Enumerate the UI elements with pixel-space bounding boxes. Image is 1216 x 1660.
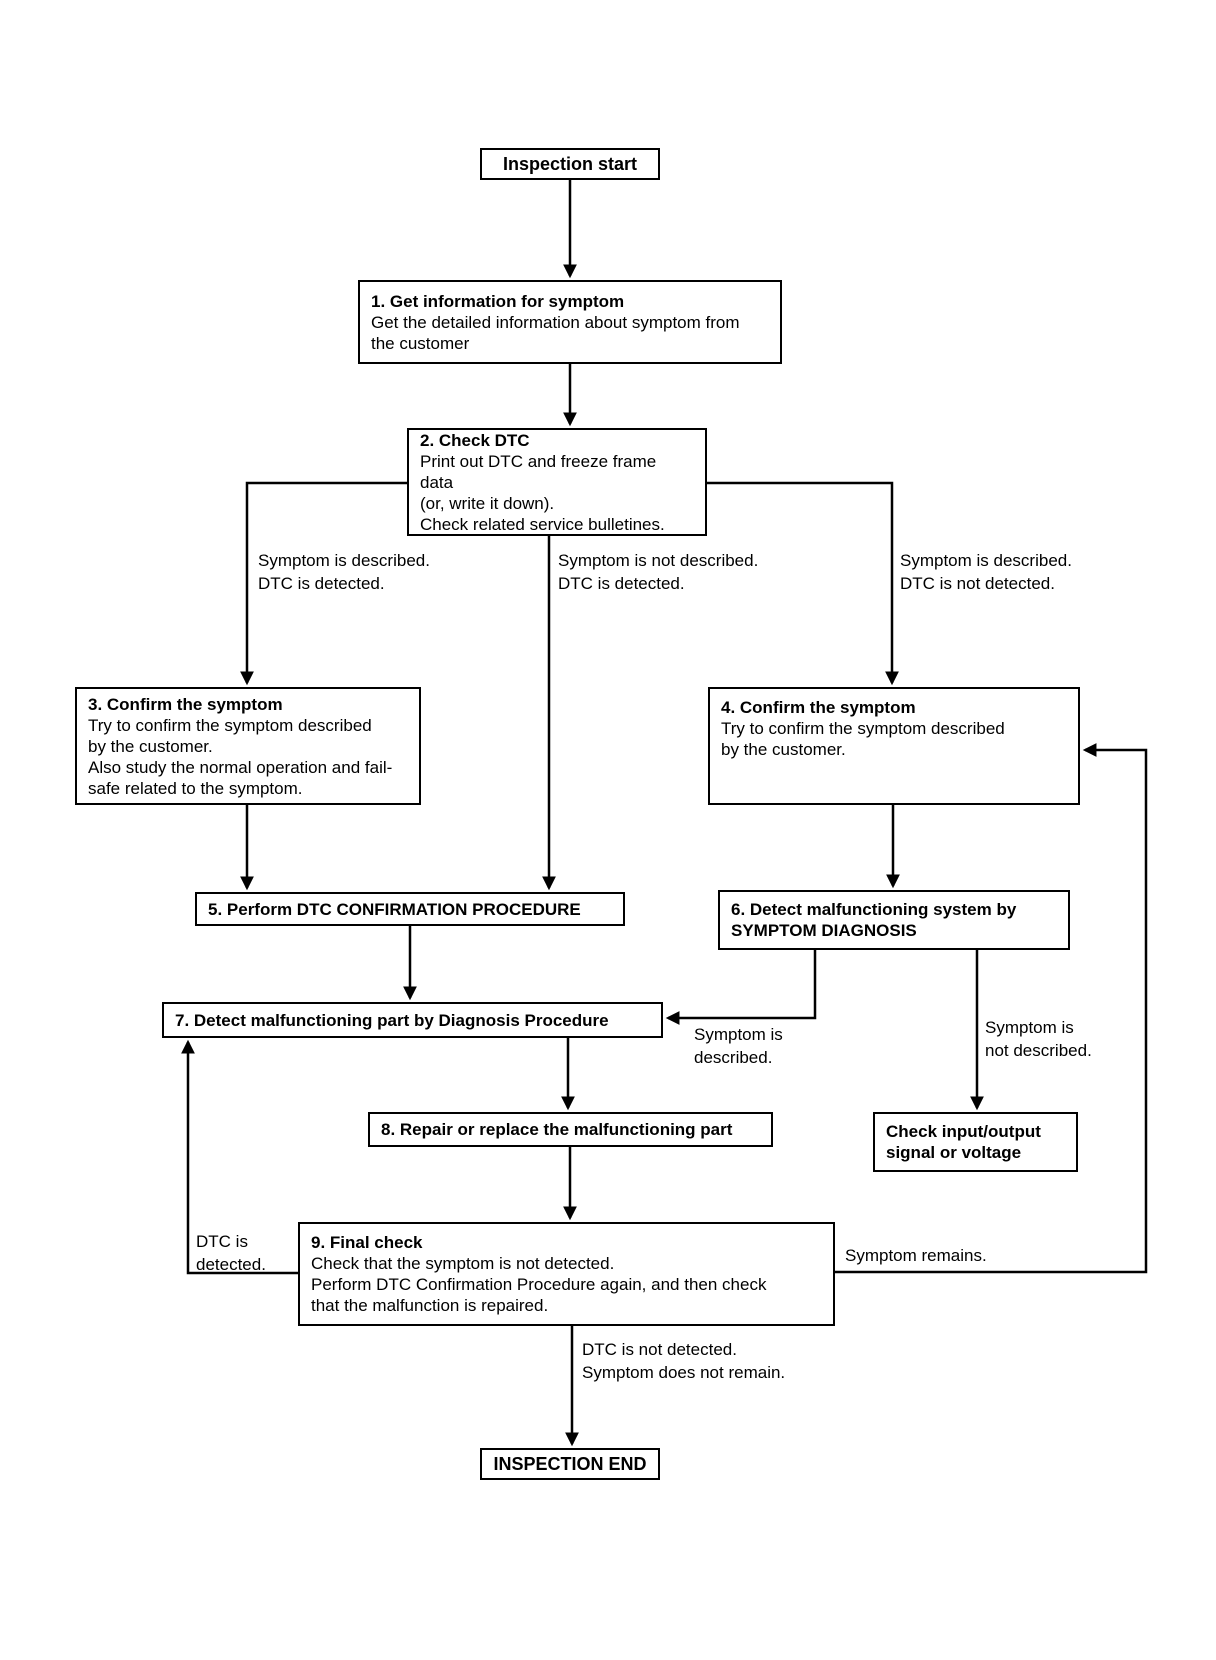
- box-7-detect-malfunctioning-part: 7. Detect malfunctioning part by Diagnos…: [162, 1002, 663, 1038]
- edge-label-symptom-described: Symptom is described.: [694, 1025, 783, 1067]
- edge-label-symptom-remains: Symptom remains.: [845, 1246, 987, 1265]
- box-3-title: 3. Confirm the symptom: [88, 694, 283, 714]
- edge-box2-to-box3: [240, 481, 407, 686]
- end-node: INSPECTION END: [480, 1448, 660, 1480]
- edge-box6-to-box7: [665, 950, 817, 1025]
- start-node: Inspection start: [480, 148, 660, 180]
- box-8-title: 8. Repair or replace the malfunctioning …: [381, 1120, 733, 1139]
- edge-label-dtc-detected: DTC is detected.: [196, 1232, 266, 1274]
- edge-label-middle-branch: Symptom is not described. DTC is detecte…: [558, 551, 759, 593]
- box-check-io-signal: Check input/output signal or voltage: [873, 1112, 1078, 1172]
- box-9-final-check: 9. Final check Check that the symptom is…: [298, 1222, 835, 1326]
- box-5-title: 5. Perform DTC CONFIRMATION PROCEDURE: [208, 899, 581, 919]
- edge-label-symptom-not-described: Symptom is not described.: [985, 1018, 1092, 1060]
- edge-label-left-branch: Symptom is described. DTC is detected.: [258, 551, 430, 593]
- box-6-title: 6. Detect malfunctioning system by SYMPT…: [731, 900, 1017, 940]
- box-check-io-title: Check input/output signal or voltage: [886, 1122, 1041, 1162]
- end-node-label: INSPECTION END: [493, 1453, 647, 1474]
- box-6-detect-malfunctioning-system: 6. Detect malfunctioning system by SYMPT…: [718, 890, 1070, 950]
- edge-box9-to-box7-feedback: [181, 1039, 298, 1275]
- box-2-check-dtc: 2. Check DTC Print out DTC and freeze fr…: [407, 428, 707, 536]
- box-4-title: 4. Confirm the symptom: [721, 698, 916, 717]
- box-3-confirm-symptom: 3. Confirm the symptom Try to confirm th…: [75, 687, 421, 805]
- box-9-title: 9. Final check: [311, 1233, 423, 1252]
- box-1-body: Get the detailed information about sympt…: [371, 312, 740, 353]
- edge-label-inspection-end-condition: DTC is not detected. Symptom does not re…: [582, 1340, 786, 1382]
- edge-box9-to-box4-feedback: [835, 743, 1148, 1274]
- box-2-title: 2. Check DTC: [420, 430, 530, 450]
- box-4-confirm-symptom: 4. Confirm the symptom Try to confirm th…: [708, 687, 1080, 805]
- box-7-title: 7. Detect malfunctioning part by Diagnos…: [175, 1010, 609, 1030]
- box-1-get-information: 1. Get information for symptom Get the d…: [358, 280, 782, 364]
- box-8-repair-or-replace: 8. Repair or replace the malfunctioning …: [368, 1112, 773, 1147]
- box-5-perform-dtc-confirmation: 5. Perform DTC CONFIRMATION PROCEDURE: [195, 892, 625, 926]
- box-1-title: 1. Get information for symptom: [371, 291, 625, 311]
- box-2-body: Print out DTC and freeze frame data (or,…: [420, 451, 665, 534]
- box-9-body: Check that the symptom is not detected. …: [311, 1254, 767, 1315]
- box-4-body: Try to confirm the symptom described by …: [721, 719, 1005, 759]
- edge-box2-to-box4: [692, 481, 899, 686]
- edge-label-right-branch: Symptom is described. DTC is not detecte…: [900, 551, 1072, 593]
- box-3-body: Try to confirm the symptom described by …: [88, 715, 393, 798]
- start-node-label: Inspection start: [502, 153, 638, 174]
